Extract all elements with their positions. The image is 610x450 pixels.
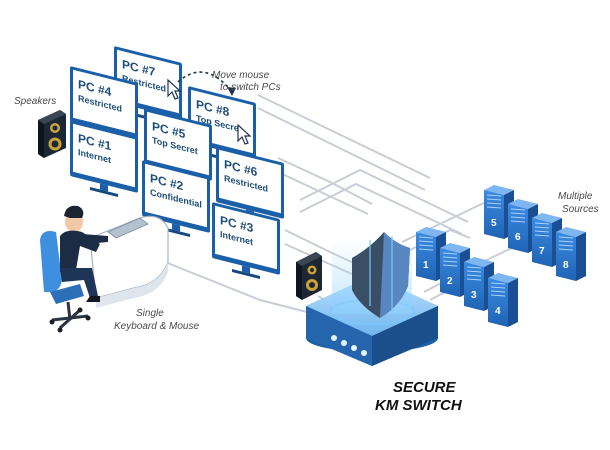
monitor-screen (73, 69, 135, 134)
server-side (576, 232, 586, 281)
monitor-stand (242, 265, 250, 274)
server-top (484, 185, 514, 195)
switch-title-line2: KM SWITCH (375, 397, 463, 414)
server-number: 6 (515, 232, 521, 243)
server-slot (534, 222, 550, 225)
server-number: 8 (563, 260, 569, 271)
server-1: 1 (416, 227, 446, 281)
server-slot (466, 266, 482, 269)
server-number: 1 (423, 260, 429, 271)
single-kb-label-line1: Single (136, 308, 164, 319)
server-top (416, 227, 446, 237)
server-slot (442, 256, 458, 259)
server-slot (442, 264, 458, 267)
server-slot (442, 260, 458, 263)
server-slot (490, 282, 506, 285)
server-rack-group: 1 2 3 4 5 6 7 8 (416, 185, 586, 327)
server-slot (534, 226, 550, 229)
server-front (440, 248, 460, 297)
server-slot (510, 220, 526, 223)
server-number: 2 (447, 276, 453, 287)
server-slot (534, 230, 550, 233)
server-front (488, 278, 508, 327)
server-slot (558, 236, 574, 239)
multiple-sources-label-line1: Multiple (558, 191, 593, 202)
server-slot (558, 240, 574, 243)
server-slot (490, 290, 506, 293)
mouse-move-arrowhead (227, 87, 236, 96)
server-top (464, 257, 494, 267)
server-slot (418, 248, 434, 251)
move-mouse-label-line1: Move mouse (212, 70, 270, 81)
server-slot (418, 240, 434, 243)
server-top (532, 213, 562, 223)
user-workstation (40, 205, 169, 333)
server-slot (466, 278, 482, 281)
cursor-icon (167, 78, 182, 100)
server-number: 5 (491, 218, 497, 229)
monitor-screen (219, 149, 281, 214)
server-number: 4 (495, 306, 501, 317)
server-top (488, 273, 518, 283)
monitor-base (232, 268, 260, 279)
server-slot (558, 248, 574, 251)
server-front (508, 204, 528, 253)
monitor-screen (73, 123, 135, 188)
monitor-screen (215, 205, 277, 270)
server-slot (510, 208, 526, 211)
server-top (556, 227, 586, 237)
server-slot (442, 252, 458, 255)
move-mouse-label-line2: to switch PCs (220, 82, 281, 93)
server-top (508, 199, 538, 209)
server-front (464, 262, 484, 311)
server-top (440, 243, 470, 253)
server-slot (510, 212, 526, 215)
multiple-sources-label-line2: Sources (562, 204, 599, 215)
monitor-base (90, 186, 118, 197)
shield-icon (352, 232, 410, 318)
server-front (556, 232, 576, 281)
monitor-screen (147, 111, 209, 176)
speaker-left-icon (38, 110, 66, 158)
single-kb-label-line2: Keyboard & Mouse (114, 321, 199, 332)
server-slot (490, 286, 506, 289)
server-slot (490, 294, 506, 297)
monitor-stand (172, 223, 180, 232)
server-slot (418, 236, 434, 239)
server-slot (418, 244, 434, 247)
monitor-base (162, 226, 190, 237)
server-slot (486, 206, 502, 209)
server-4: 4 (488, 273, 518, 327)
server-slot (486, 198, 502, 201)
server-side (508, 278, 518, 327)
cursor-icon (237, 123, 252, 145)
mouse-move-arrow (177, 71, 233, 93)
switch-title-line1: SECURE (393, 379, 457, 396)
server-slot (486, 202, 502, 205)
server-number: 7 (539, 246, 545, 257)
server-8: 8 (556, 227, 586, 281)
speakers-label: Speakers (14, 96, 56, 107)
server-front (484, 190, 504, 239)
server-slot (558, 244, 574, 247)
server-front (532, 218, 552, 267)
server-number: 3 (471, 290, 477, 301)
server-slot (510, 216, 526, 219)
server-slot (486, 194, 502, 197)
server-slot (466, 274, 482, 277)
server-front (416, 232, 436, 281)
monitor-stand (100, 183, 108, 192)
server-slot (534, 234, 550, 237)
server-slot (466, 270, 482, 273)
speaker-center-icon (296, 252, 322, 300)
monitor-screen (145, 163, 207, 228)
